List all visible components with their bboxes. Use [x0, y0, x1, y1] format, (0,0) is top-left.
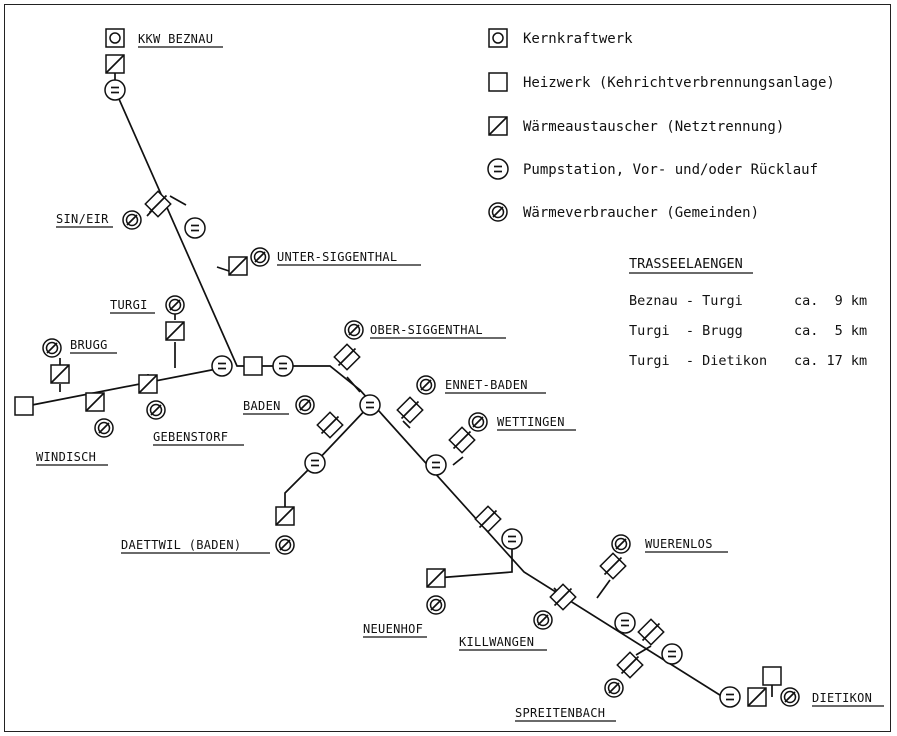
heat-exchanger-icon [85, 392, 105, 412]
consumer-wettingen-icon [468, 412, 488, 432]
label-brugg: BRUGG [70, 338, 108, 352]
legend-heat-exchanger-icon [488, 116, 508, 136]
pump-station-icon [425, 454, 447, 476]
heating-plant-icon [243, 356, 263, 376]
heat-exchanger-icon [50, 364, 70, 384]
route-name: Turgi - Brugg [629, 323, 743, 339]
legend-pump-station-icon [487, 158, 509, 180]
consumer-daettwil-icon [275, 535, 295, 555]
legend-kernkraftwerk: Kernkraftwerk [523, 31, 633, 47]
pump-station-icon [211, 355, 233, 377]
heating-plant-brugg-icon [14, 396, 34, 416]
heating-plant-dietikon-icon [762, 666, 782, 686]
consumer-unter-siggenthal-icon [250, 247, 270, 267]
label-spreitenbach: SPREITENBACH [515, 706, 605, 720]
label-turgi: TURGI [110, 298, 148, 312]
heat-exchanger-icon [275, 506, 295, 526]
legend-nuclear-plant-icon [488, 28, 508, 48]
pump-station-icon [304, 452, 326, 474]
label-ennet-baden: ENNET-BADEN [445, 378, 528, 392]
legend-waermeaustauscher: Wärmeaustauscher (Netztrennung) [523, 119, 784, 135]
diagram-frame [4, 4, 891, 732]
label-killwangen: KILLWANGEN [459, 635, 534, 649]
legend-heating-plant-icon [488, 72, 508, 92]
legend-pumpstation: Pumpstation, Vor- und/oder Rücklauf [523, 162, 818, 178]
route-name: Turgi - Dietikon [629, 353, 767, 369]
main-line-beznau-dietikon [114, 55, 724, 698]
route-lengths: TRASSEELAENGEN Beznau - Turgi ca. 9 km T… [629, 256, 867, 369]
consumer-gebenstorf-icon [146, 400, 166, 420]
pump-station-icon [719, 686, 741, 708]
pump-station-icon [359, 394, 381, 416]
line-turgi-brugg [31, 365, 233, 406]
legend-waermeverbraucher: Wärmeverbraucher (Gemeinden) [523, 205, 759, 221]
consumer-ennet-baden-icon [416, 375, 436, 395]
label-kkw-beznau: KKW BEZNAU [138, 32, 213, 46]
route-name: Beznau - Turgi [629, 293, 743, 309]
consumer-brugg-icon [42, 338, 62, 358]
label-daettwil: DAETTWIL (BADEN) [121, 538, 241, 552]
pump-station-icon [501, 528, 523, 550]
line-daettwil [284, 404, 371, 516]
label-neuenhof: NEUENHOF [363, 622, 423, 636]
legend-heizwerk: Heizwerk (Kehrichtverbrennungsanlage) [523, 75, 835, 91]
consumer-dietikon-icon [780, 687, 800, 707]
consumer-killwangen-icon [533, 610, 553, 630]
legend-consumer-icon [488, 202, 508, 222]
consumer-windisch-icon [94, 418, 114, 438]
label-wettingen: WETTINGEN [497, 415, 565, 429]
label-unter-siggenthal: UNTER-SIGGENTHAL [277, 250, 397, 264]
label-baden: BADEN [243, 399, 281, 413]
line-neuenhof [435, 539, 513, 579]
consumer-turgi-icon [165, 295, 185, 315]
pump-station-icon [661, 643, 683, 665]
pump-station-icon [104, 79, 126, 101]
label-dietikon: DIETIKON [812, 691, 872, 705]
consumer-neuenhof-icon [426, 595, 446, 615]
label-sin-eir: SIN/EIR [56, 212, 109, 226]
heat-exchanger-icon [105, 54, 125, 74]
heat-exchanger-icon [138, 374, 158, 394]
pump-station-icon [184, 217, 206, 239]
heat-exchanger-icon [333, 343, 361, 371]
consumer-ober-siggenthal-icon [344, 320, 364, 340]
heat-exchanger-icon [448, 426, 476, 454]
label-ober-siggenthal: OBER-SIGGENTHAL [370, 323, 483, 337]
label-wuerenlos: WUERENLOS [645, 537, 713, 551]
place-labels: KKW BEZNAU SIN/EIR UNTER-SIGGENTHAL TURG… [36, 32, 884, 722]
label-gebenstorf: GEBENSTORF [153, 430, 228, 444]
heat-exchanger-icon [599, 552, 627, 580]
legend: Kernkraftwerk Heizwerk (Kehrichtverbrenn… [487, 28, 835, 222]
consumer-spreitenbach-icon [604, 678, 624, 698]
route-length: ca. 9 km [794, 293, 867, 309]
heat-exchanger-icon [165, 321, 185, 341]
heat-exchanger-icon [426, 568, 446, 588]
consumer-wuerenlos-icon [611, 534, 631, 554]
route-lengths-title: TRASSEELAENGEN [629, 256, 743, 272]
network-symbols [14, 28, 800, 708]
label-windisch: WINDISCH [36, 450, 96, 464]
pump-station-icon [272, 355, 294, 377]
heat-exchanger-icon [396, 396, 424, 424]
heat-exchanger-icon [637, 618, 665, 646]
heat-exchanger-icon [616, 651, 644, 679]
consumer-sin-eir-icon [122, 210, 142, 230]
route-length: ca. 17 km [794, 353, 867, 369]
pipeline-network [31, 55, 724, 698]
pump-station-icon [614, 612, 636, 634]
heat-exchanger-icon [228, 256, 248, 276]
route-length: ca. 5 km [794, 323, 867, 339]
heat-exchanger-icon [747, 687, 767, 707]
consumer-baden-icon [295, 395, 315, 415]
heat-exchanger-icon [316, 411, 344, 439]
nuclear-plant-icon [105, 28, 125, 48]
heat-exchanger-icon [474, 505, 502, 533]
